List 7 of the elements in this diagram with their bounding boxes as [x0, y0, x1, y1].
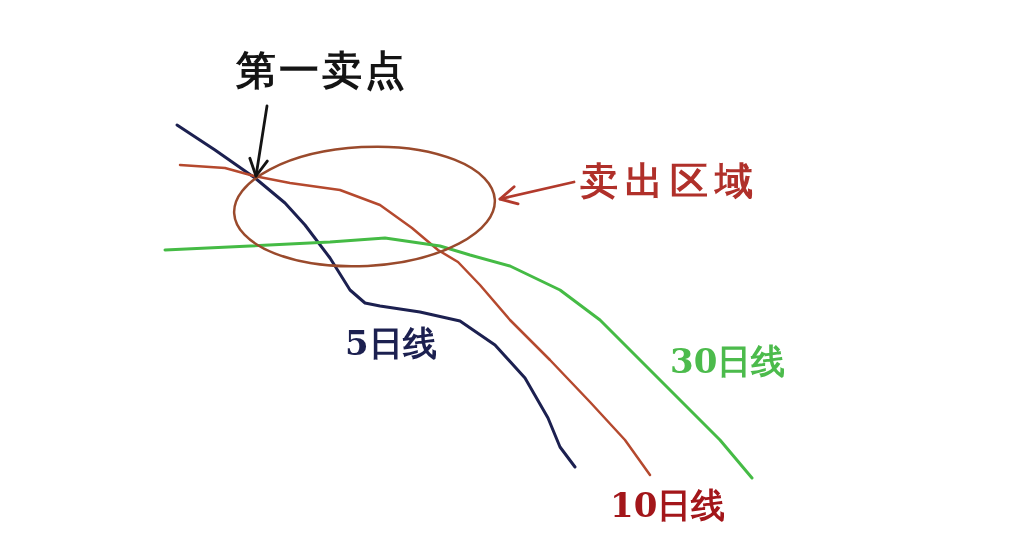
line-label: 5日线 [345, 326, 437, 360]
callout-text: 第一卖点 [236, 50, 408, 90]
arrow [498, 180, 576, 206]
callout-text: 卖出区域 [580, 162, 760, 200]
arrow [248, 104, 269, 178]
line-label: 30日线 [670, 344, 786, 378]
line-label: 10日线 [610, 488, 726, 522]
